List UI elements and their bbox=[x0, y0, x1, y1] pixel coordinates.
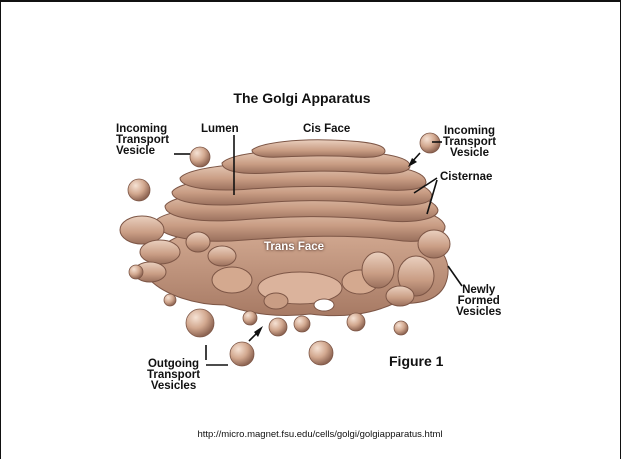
outgoing-vesicle bbox=[129, 265, 143, 279]
label-cisternae: Cisternae bbox=[440, 172, 492, 183]
label-trans-face: Trans Face bbox=[254, 241, 334, 253]
edge-sac bbox=[386, 286, 414, 306]
incoming-arrowhead bbox=[408, 158, 417, 167]
vesicle-blob bbox=[264, 293, 288, 309]
outgoing-vesicle bbox=[186, 309, 214, 337]
incoming-vesicle-far-left bbox=[128, 179, 150, 201]
outgoing-vesicle bbox=[394, 321, 408, 335]
figure-label: Figure 1 bbox=[389, 353, 443, 369]
label-lumen: Lumen bbox=[201, 124, 239, 135]
label-incoming-left: Incoming Transport Vesicle bbox=[116, 124, 169, 157]
incoming-vesicle-left bbox=[190, 147, 210, 167]
outgoing-vesicle bbox=[347, 313, 365, 331]
edge-sac bbox=[362, 252, 394, 288]
vesicle-hole bbox=[314, 299, 334, 311]
label-incoming-right: Incoming Transport Vesicle bbox=[443, 126, 496, 159]
cisterna-1 bbox=[252, 140, 385, 158]
newly-formed-line bbox=[448, 266, 462, 286]
label-incoming-left-line3: Vesicle bbox=[116, 146, 169, 157]
label-newly-formed-line3: Vesicles bbox=[456, 307, 501, 318]
edge-sac bbox=[140, 240, 180, 264]
outgoing-vesicle bbox=[294, 316, 310, 332]
outgoing-vesicle bbox=[230, 342, 254, 366]
label-outgoing: Outgoing Transport Vesicles bbox=[147, 359, 200, 392]
outgoing-vesicle bbox=[309, 341, 333, 365]
vesicle-blob bbox=[212, 267, 252, 293]
edge-sac bbox=[186, 232, 210, 252]
outgoing-vesicle bbox=[269, 318, 287, 336]
label-cis-face: Cis Face bbox=[303, 124, 350, 135]
outgoing-vesicle bbox=[243, 311, 257, 325]
edge-sac bbox=[418, 230, 450, 258]
outgoing-vesicle bbox=[164, 294, 176, 306]
incoming-vesicle-right bbox=[420, 133, 440, 153]
label-outgoing-line3: Vesicles bbox=[147, 381, 200, 392]
source-url: http://micro.magnet.fsu.edu/cells/golgi/… bbox=[160, 429, 480, 440]
label-incoming-right-line3: Vesicle bbox=[443, 148, 496, 159]
label-newly-formed: Newly Formed Vesicles bbox=[456, 285, 501, 318]
edge-sac bbox=[208, 246, 236, 266]
